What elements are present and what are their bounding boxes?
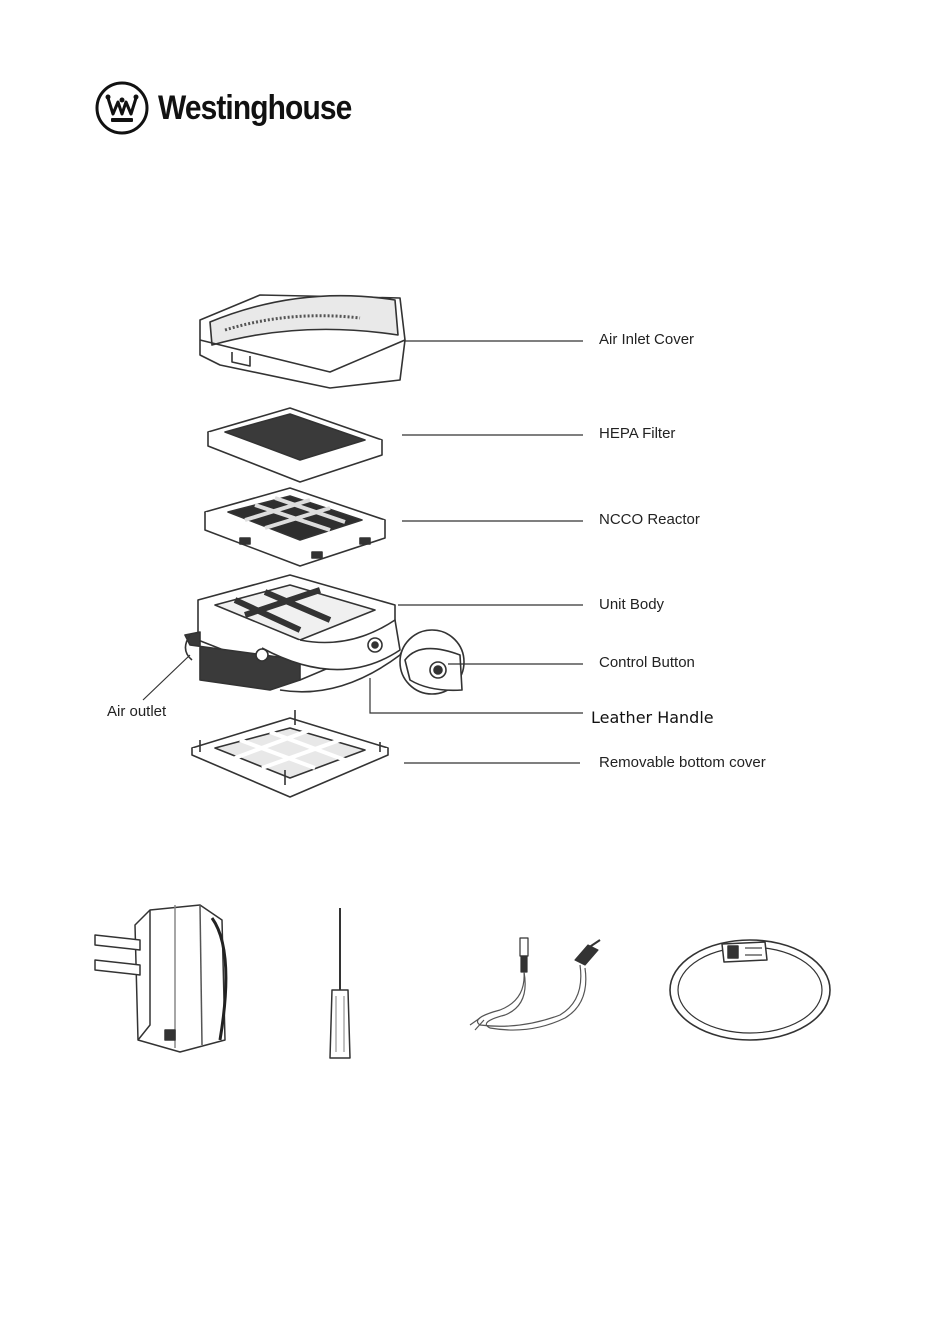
accessories-row	[95, 905, 830, 1058]
label-leather-handle: Leather Handle	[591, 708, 714, 727]
label-air-outlet: Air outlet	[107, 703, 166, 720]
label-removable-bottom-cover: Removable bottom cover	[599, 754, 766, 771]
power-adapter-icon	[95, 905, 226, 1052]
label-ncco-reactor: NCCO Reactor	[599, 511, 700, 528]
strap-icon	[670, 940, 830, 1040]
hepa-filter-part	[208, 408, 382, 482]
unit-body-part	[185, 575, 405, 692]
label-unit-body: Unit Body	[599, 596, 664, 613]
usb-cable-icon	[470, 938, 600, 1030]
label-air-inlet-cover: Air Inlet Cover	[599, 331, 694, 348]
label-control-button: Control Button	[599, 654, 695, 671]
label-hepa-filter: HEPA Filter	[599, 425, 675, 442]
air-inlet-cover-part	[200, 295, 405, 388]
screwdriver-icon	[330, 908, 350, 1058]
ncco-reactor-part	[205, 488, 385, 566]
bottom-cover-part	[192, 710, 388, 797]
control-button-zoom-part	[400, 630, 464, 694]
